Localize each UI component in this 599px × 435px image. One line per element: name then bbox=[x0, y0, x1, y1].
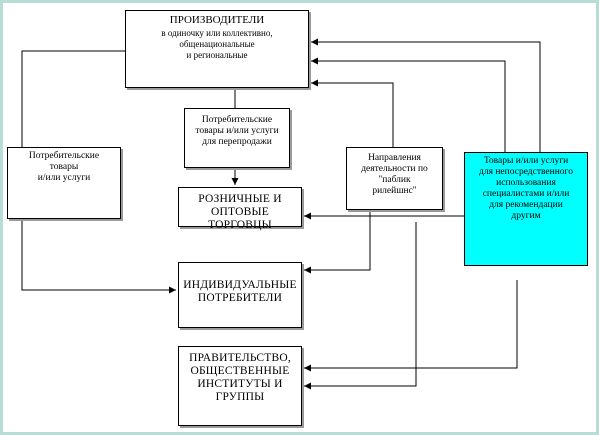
government-box: ПРАВИТЕЛЬСТВО, ОБЩЕСТВЕННЫЕ ИНСТИТУТЫ И … bbox=[178, 346, 302, 426]
resale-goods-label: Потребительские товары и/или услуги для … bbox=[195, 115, 279, 147]
government-label: ПРАВИТЕЛЬСТВО, ОБЩЕСТВЕННЫЕ ИНСТИТУТЫ И … bbox=[189, 352, 291, 403]
line-consumer-goods-to-individuals bbox=[21, 219, 176, 294]
arrow-pr-to-individuals bbox=[304, 210, 371, 274]
individuals-box: ИНДИВИДУАЛЬНЫЕ ПОТРЕБИТЕЛИ bbox=[178, 262, 302, 328]
producers-title: ПРОИЗВОДИТЕЛИ bbox=[169, 14, 265, 26]
line-producers-to-individuals bbox=[21, 50, 125, 147]
arrow-specialists-to-government-1 bbox=[304, 222, 417, 390]
retailers-box: РОЗНИЧНЫЕ И ОПТОВЫЕ ТОРГОВЦЫ bbox=[178, 187, 302, 231]
consumer-goods-box: Потребительские товары и/или услуги bbox=[7, 147, 121, 219]
retailers-label: РОЗНИЧНЫЕ И ОПТОВЫЕ ТОРГОВЦЫ bbox=[198, 193, 282, 231]
arrow-specialists-to-government-2 bbox=[304, 280, 518, 372]
arrow-pr-to-producers bbox=[311, 79, 394, 147]
producers-box: ПРОИЗВОДИТЕЛИ в одиночку или коллективно… bbox=[125, 10, 309, 88]
arrow-specialists-to-producers-top bbox=[311, 38, 541, 152]
public-relations-label: Направления деятельности по "паблик риле… bbox=[361, 153, 428, 196]
specialists-label: Товары и/или услуги для непосредственног… bbox=[479, 156, 573, 221]
arrow-specialists-to-producers bbox=[311, 57, 506, 152]
individuals-label: ИНДИВИДУАЛЬНЫЕ ПОТРЕБИТЕЛИ bbox=[183, 279, 297, 304]
public-relations-box: Направления деятельности по "паблик риле… bbox=[346, 147, 443, 210]
resale-goods-box: Потребительские товары и/или услуги для … bbox=[184, 108, 290, 168]
producers-subtitle: в одиночку или коллективно, общенационал… bbox=[161, 28, 273, 60]
consumer-goods-label: Потребительские товары и/или услуги bbox=[28, 151, 100, 183]
specialists-box: Товары и/или услуги для непосредственног… bbox=[464, 152, 588, 266]
